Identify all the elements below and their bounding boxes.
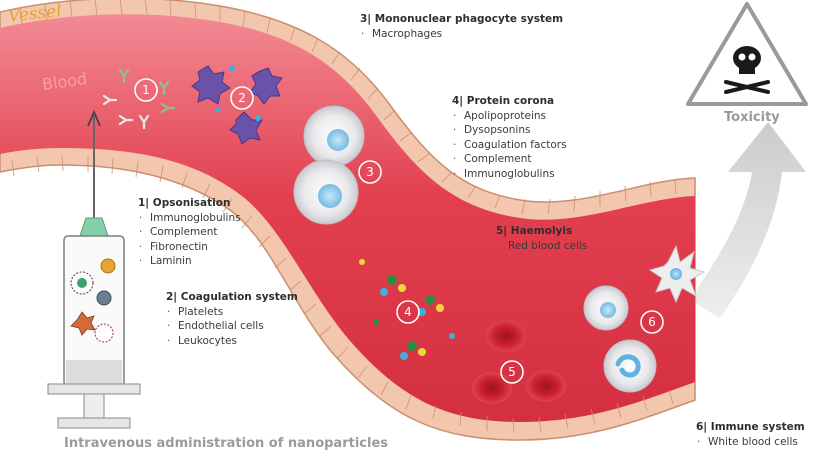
section-title: 4| Protein corona bbox=[452, 95, 555, 107]
red-blood-cells bbox=[472, 320, 566, 404]
section-title: 6| Immune system bbox=[696, 421, 805, 433]
section-title: 5| Haemolyis bbox=[496, 225, 573, 237]
protein-corona-particles bbox=[359, 259, 455, 360]
marker-1 bbox=[134, 78, 158, 102]
marker-1-label: 1 bbox=[142, 83, 150, 97]
footer-caption: Intravenous administration of nanopartic… bbox=[64, 436, 388, 451]
skull-crossbones-icon bbox=[686, 2, 808, 106]
phagocyte-cells bbox=[293, 105, 365, 225]
marker-3-label: 3 bbox=[366, 165, 374, 179]
immune-cells bbox=[583, 244, 706, 393]
list-item: Immunoglobulins bbox=[138, 211, 241, 226]
list-item: Endothelial cells bbox=[166, 319, 298, 334]
blood-lumen bbox=[0, 14, 695, 423]
section-haemolysis: 5| Haemolyis Red blood cells bbox=[496, 224, 587, 253]
marker-4 bbox=[396, 300, 420, 324]
list-item: Macrophages bbox=[360, 27, 563, 42]
list-item: Complement bbox=[452, 152, 567, 167]
list-item: Coagulation factors bbox=[452, 138, 567, 153]
section-protein-corona: 4| Protein corona Apolipoproteins Dysops… bbox=[452, 94, 567, 181]
list-item: Apolipoproteins bbox=[452, 109, 567, 124]
list-item: Leukocytes bbox=[166, 334, 298, 349]
toxicity-arrow bbox=[690, 122, 806, 318]
section-title: 1| Opsonisation bbox=[138, 197, 231, 209]
list-item: White blood cells bbox=[696, 435, 805, 450]
list-item: Dysopsonins bbox=[452, 123, 567, 138]
section-coagulation: 2| Coagulation system Platelets Endothel… bbox=[166, 290, 298, 348]
list-item: Platelets bbox=[166, 305, 298, 320]
marker-4-label: 4 bbox=[404, 305, 412, 319]
list-item: Immunoglobulins bbox=[452, 167, 567, 182]
section-immune: 6| Immune system White blood cells bbox=[696, 420, 805, 449]
syringe-icon bbox=[47, 109, 141, 429]
list-item: Complement bbox=[138, 225, 241, 240]
toxicity-label: Toxicity bbox=[724, 110, 780, 125]
section-mononuclear: 3| Mononuclear phagocyte system Macropha… bbox=[360, 12, 563, 41]
marker-2-label: 2 bbox=[238, 91, 246, 105]
small-particles bbox=[215, 65, 261, 121]
step-markers bbox=[134, 78, 664, 384]
list-item: Red blood cells bbox=[496, 239, 587, 254]
marker-6 bbox=[640, 310, 664, 334]
marker-3 bbox=[358, 160, 382, 184]
marker-5 bbox=[500, 360, 524, 384]
list-item: Fibronectin bbox=[138, 240, 241, 255]
macrophage-cells bbox=[191, 65, 283, 145]
marker-6-label: 6 bbox=[648, 315, 656, 329]
vessel-wall-cells bbox=[11, 0, 677, 434]
marker-5-label: 5 bbox=[508, 365, 516, 379]
antibodies bbox=[102, 68, 176, 130]
section-title: 3| Mononuclear phagocyte system bbox=[360, 13, 564, 25]
list-item: Laminin bbox=[138, 254, 241, 269]
marker-2 bbox=[230, 86, 254, 110]
section-title: 2| Coagulation system bbox=[166, 291, 298, 303]
section-opsonisation: 1| Opsonisation Immunoglobulins Compleme… bbox=[138, 196, 241, 269]
